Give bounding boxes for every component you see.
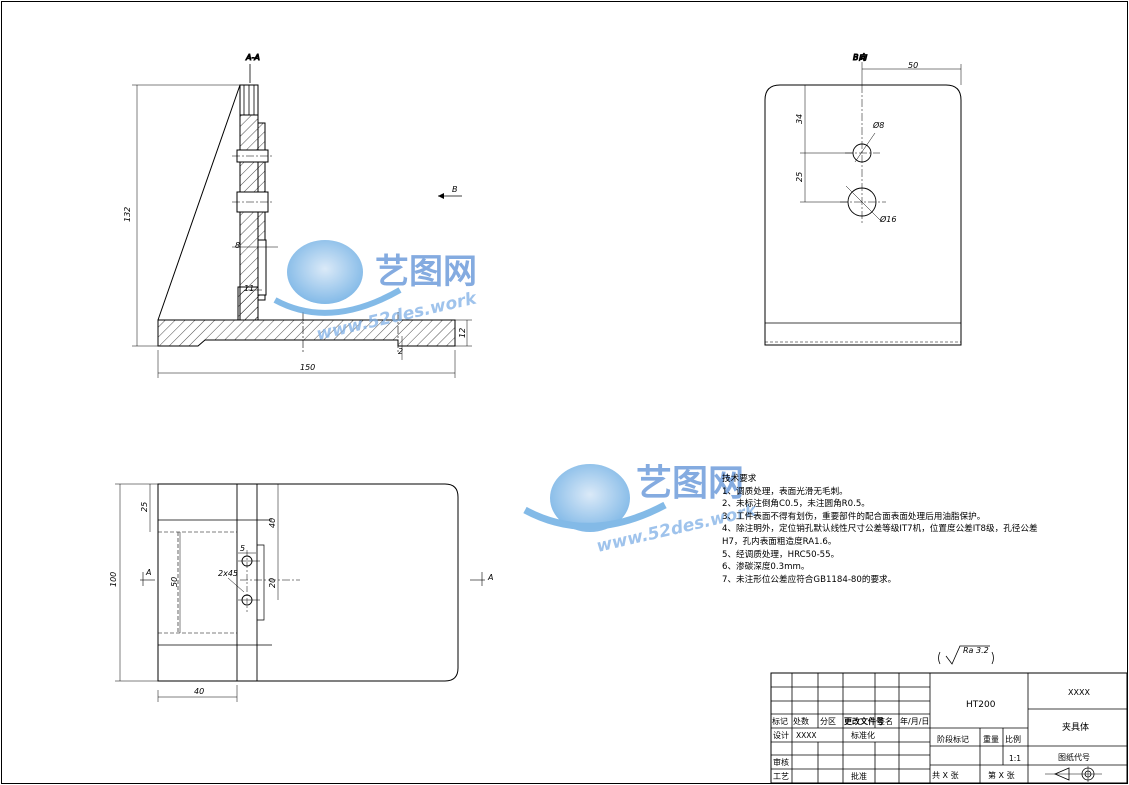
view-b: B向 [764, 53, 962, 346]
note-item: H7，孔内表面粗造度RA1.6。 [722, 536, 837, 547]
tb-process: 工艺 [773, 772, 789, 781]
tb-weight: 重量 [983, 734, 999, 744]
dim-25a: 25 [795, 172, 804, 182]
tb-standard: 标准化 [851, 730, 875, 740]
technical-notes: 技术要求 1、调质处理，表面光滑无毛刺。 2、未标注倒角C0.5，未注圆角R0.… [722, 473, 1102, 586]
dim-chamfer: 2x45 [218, 569, 238, 578]
watermark-brand-1: 艺图网 [375, 252, 477, 292]
svg-text:B: B [452, 185, 458, 194]
view-b-arrow: B [438, 185, 462, 199]
dim-5: 5 [240, 544, 245, 553]
dim-20: 20 [268, 578, 277, 588]
tb-scale-val: 1:1 [1009, 754, 1021, 763]
tb-material: HT200 [966, 700, 996, 710]
roughness-value: Ra 3.2 [963, 646, 989, 655]
dim-2: 2 [398, 347, 403, 356]
dim-width-150: 150 [300, 363, 315, 372]
note-item: 2、未标注倒角C0.5，未注圆角R0.5。 [722, 499, 870, 510]
note-item: 4、除注明外，定位销孔默认线性尺寸公差等级IT7机，位置度公差IT8级，孔径公差 [722, 524, 1038, 535]
dim-100: 100 [109, 572, 118, 587]
dim-phi16: Ø16 [879, 214, 896, 224]
tb-date: 年/月/日 [900, 716, 929, 726]
arrow-a-right: A [487, 573, 493, 582]
tb-code-top: XXXX [1068, 688, 1090, 697]
tb-approve: 批准 [851, 771, 867, 781]
dim-40a: 40 [268, 518, 277, 528]
view-b-label: B向 [853, 53, 867, 62]
dim-height-132: 132 [123, 207, 132, 222]
dim-34: 34 [795, 114, 804, 124]
roughness-symbol [938, 645, 994, 665]
dim-8: 8 [235, 241, 240, 250]
section-label: A-A [245, 53, 260, 62]
dim-thick-12: 12 [458, 328, 467, 338]
tb-mark: 标记 [772, 716, 788, 726]
dim-50: 50 [170, 577, 179, 587]
dim-top-50: 50 [908, 61, 918, 70]
tb-count: 处数 [793, 716, 809, 726]
dim-11: 11 [244, 284, 254, 293]
tb-drawing-code: 图纸代号 [1058, 752, 1090, 762]
tb-design-val: XXXX [796, 731, 817, 740]
note-item: 3、工件表面不得有划伤，重要部件的配合面表面处理后用油脂保护。 [722, 511, 986, 522]
arrow-a-left: A [145, 568, 151, 577]
top-view [115, 483, 485, 702]
note-item: 7、未注形位公差应符合GB1184-80的要求。 [722, 574, 897, 585]
tb-sheet: 第 X 张 [988, 770, 1015, 780]
tb-review: 审核 [773, 757, 789, 767]
section-view-a-a: A-A [132, 53, 472, 378]
dim-bottom-40: 40 [194, 687, 204, 696]
tb-stage-mark: 阶段标记 [937, 734, 969, 744]
note-item: 1、调质处理，表面光滑无毛刺。 [722, 486, 848, 497]
title-block [770, 672, 1128, 784]
tb-change-doc: 更改文件号 [844, 716, 884, 726]
dim-phi8: Ø8 [872, 120, 884, 130]
note-item: 5、经调质处理，HRC50-55。 [722, 549, 840, 560]
tb-zone: 分区 [820, 717, 836, 726]
tb-total: 共 X 张 [932, 771, 959, 780]
tb-part-name: 夹具体 [1062, 721, 1089, 733]
dim-25b: 25 [140, 502, 149, 512]
notes-title: 技术要求 [722, 474, 757, 484]
note-item: 6、渗碳深度0.3mm。 [722, 562, 810, 573]
tb-scale: 比例 [1005, 734, 1021, 744]
watermark-brand-2: 艺图网 [636, 463, 744, 504]
tb-design: 设计 [773, 730, 789, 740]
tb-signature: 签名 [877, 716, 893, 726]
